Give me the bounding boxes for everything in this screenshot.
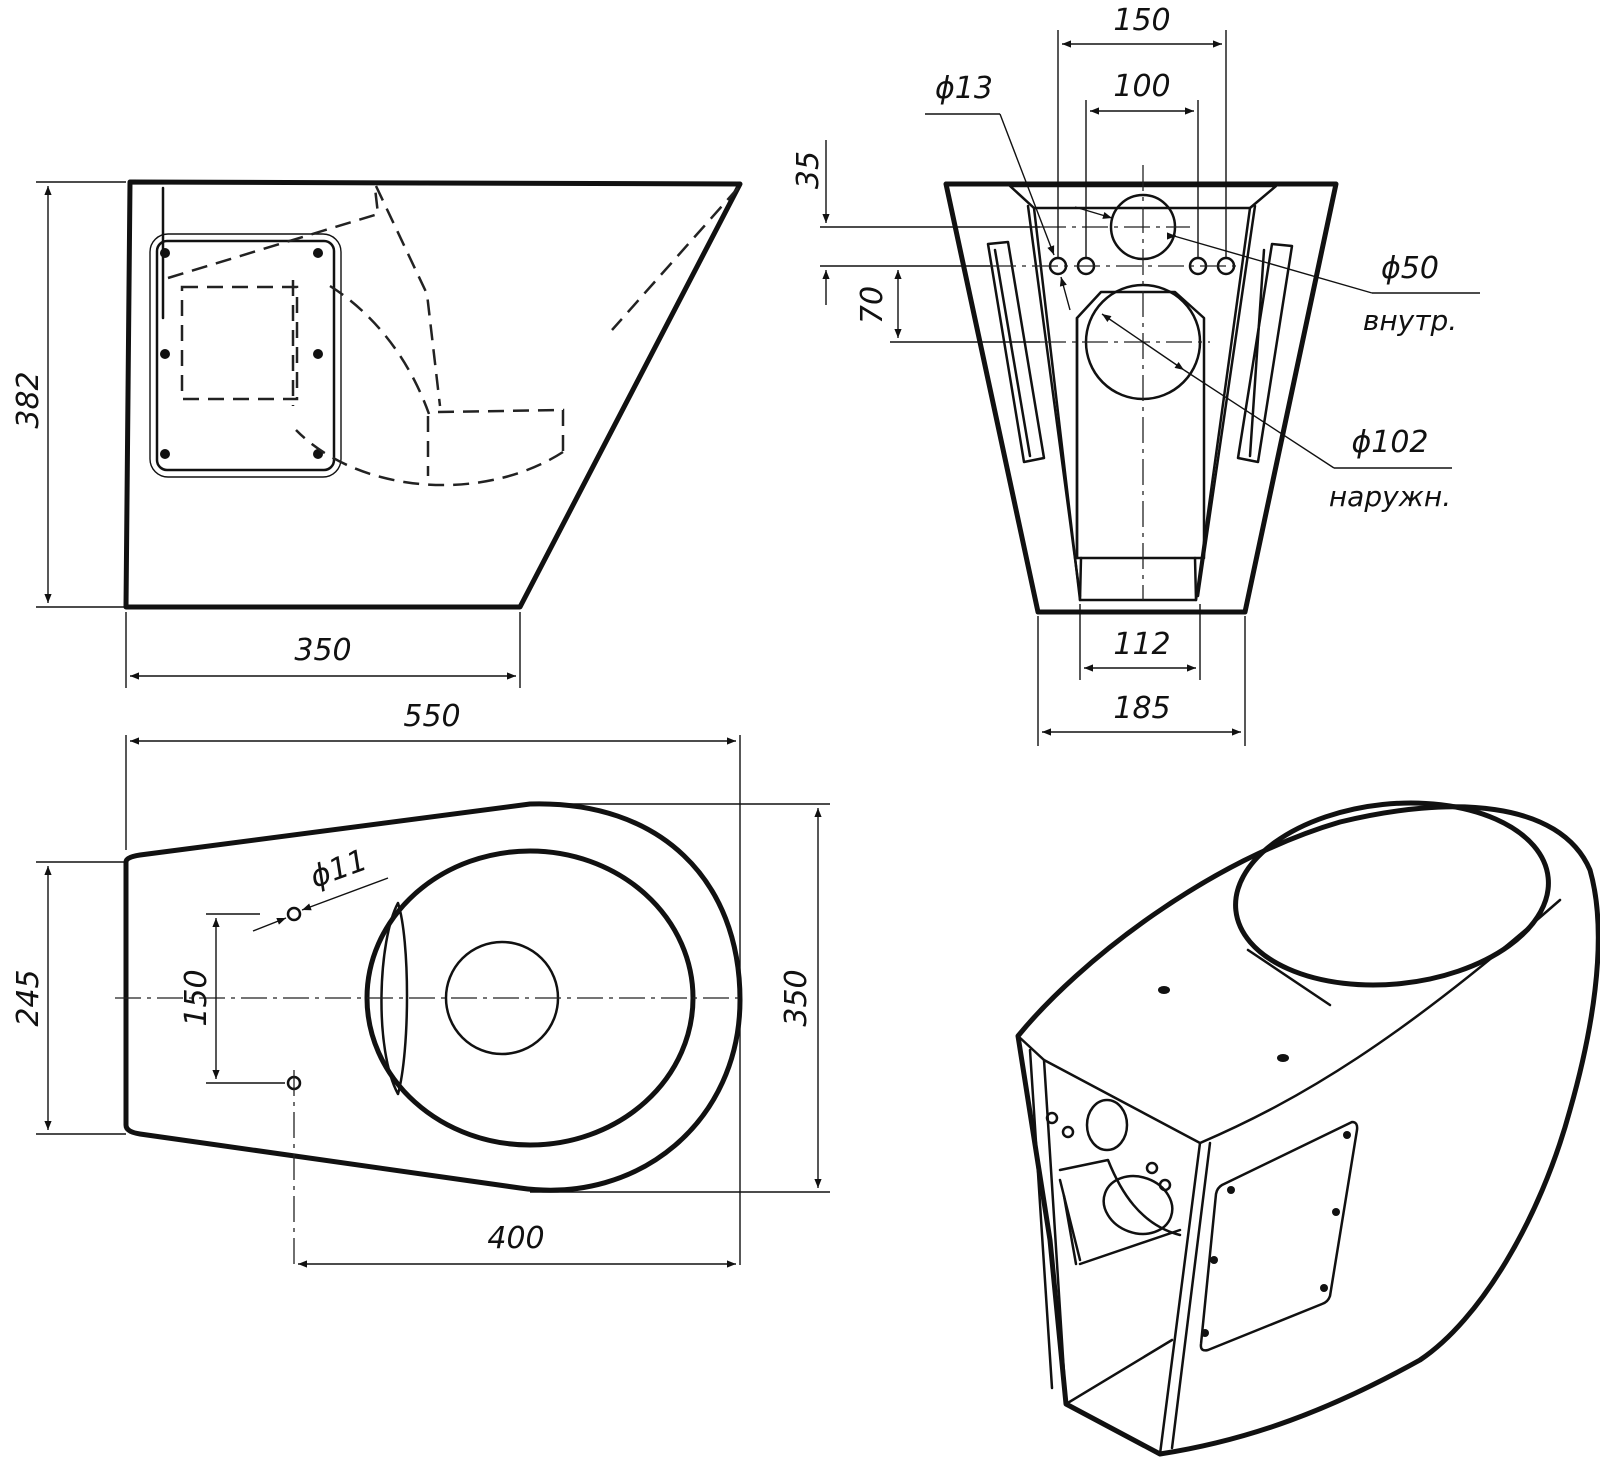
dim-rear-top-width-label: 150 — [1113, 3, 1170, 38]
iso-rear-holes — [1045, 1111, 1172, 1192]
side-hidden-lines — [167, 185, 739, 487]
dim-top-rear-width-label: 245 — [11, 969, 46, 1026]
isometric-view — [1015, 800, 1600, 1457]
dim-rear-outlet-note: наружн. — [1329, 480, 1451, 513]
dim-rear-outlet: ϕ102 наружн. — [1101, 313, 1452, 513]
side-view: 382 350 — [11, 179, 743, 688]
rear-left-slot — [986, 240, 1046, 464]
side-access-panel — [155, 239, 336, 472]
dim-rear-top-width: 150 — [1057, 3, 1227, 258]
iso-bowl-opening — [1233, 800, 1551, 988]
dim-rear-inner-width: 100 — [1085, 69, 1199, 258]
dim-top-bowl-offset-label: 400 — [487, 1221, 544, 1256]
dim-rear-bottom-width: 185 — [1037, 616, 1246, 746]
iso-rear-inlet — [1085, 1098, 1129, 1152]
dim-side-base-label: 350 — [294, 633, 351, 668]
dim-rear-small-hole: ϕ13 — [925, 71, 1071, 311]
rear-view-outline — [943, 181, 1339, 615]
side-panel-screws — [160, 248, 323, 459]
dim-rear-offset-top-label: 35 — [791, 151, 826, 189]
dim-top-bowl-width-label: 350 — [779, 969, 814, 1026]
dim-rear-inlet-note: внутр. — [1363, 304, 1457, 337]
iso-panel-screws — [1201, 1131, 1351, 1337]
rear-chute — [1075, 290, 1206, 560]
dim-rear-bottom-width-label: 185 — [1113, 691, 1170, 726]
dim-overall-length-label: 550 — [403, 699, 460, 734]
dim-rear-bottom-inner-label: 112 — [1113, 627, 1170, 662]
dim-rear-small-hole-label: ϕ13 — [935, 71, 993, 106]
dim-top-hole-spacing: 150 — [179, 913, 285, 1084]
dim-rear-inner-width-label: 100 — [1113, 69, 1170, 104]
iso-outline — [1015, 804, 1600, 1457]
dim-side-height: 382 — [11, 181, 126, 608]
side-view-outline — [123, 179, 743, 610]
dim-rear-outlet-label: ϕ102 — [1351, 425, 1428, 460]
dim-overall-length: 550 — [125, 699, 741, 1265]
dim-rear-offset-top: 35 — [791, 140, 1040, 305]
top-view-outline — [123, 801, 743, 1193]
dim-top-rear-width: 245 — [11, 861, 126, 1135]
dim-rear-offset-mid-label: 70 — [855, 286, 890, 324]
dim-rear-inlet-label: ϕ50 — [1381, 251, 1439, 286]
rear-right-slot — [1236, 242, 1294, 464]
top-bowl-front-lip — [380, 901, 409, 1096]
top-view: 550 245 150 ϕ11 350 — [11, 699, 830, 1270]
dim-rear-offset-mid: 70 — [855, 270, 1040, 343]
rear-view: 150 100 35 70 ϕ13 — [791, 3, 1480, 746]
dim-top-hole-spacing-label: 150 — [179, 969, 214, 1026]
dim-top-bowl-offset: 400 — [298, 1221, 736, 1268]
iso-side-panel — [1199, 1120, 1359, 1352]
side-access-panel-frame — [149, 233, 342, 478]
dim-side-height-label: 382 — [11, 371, 46, 428]
dim-side-base: 350 — [125, 612, 521, 688]
dim-rear-inlet: ϕ50 внутр. — [1074, 206, 1480, 337]
dim-rear-bottom-inner: 112 — [1079, 604, 1201, 680]
dim-top-bowl-width: 350 — [530, 803, 830, 1193]
dim-top-hole-dia: ϕ11 — [252, 843, 389, 932]
